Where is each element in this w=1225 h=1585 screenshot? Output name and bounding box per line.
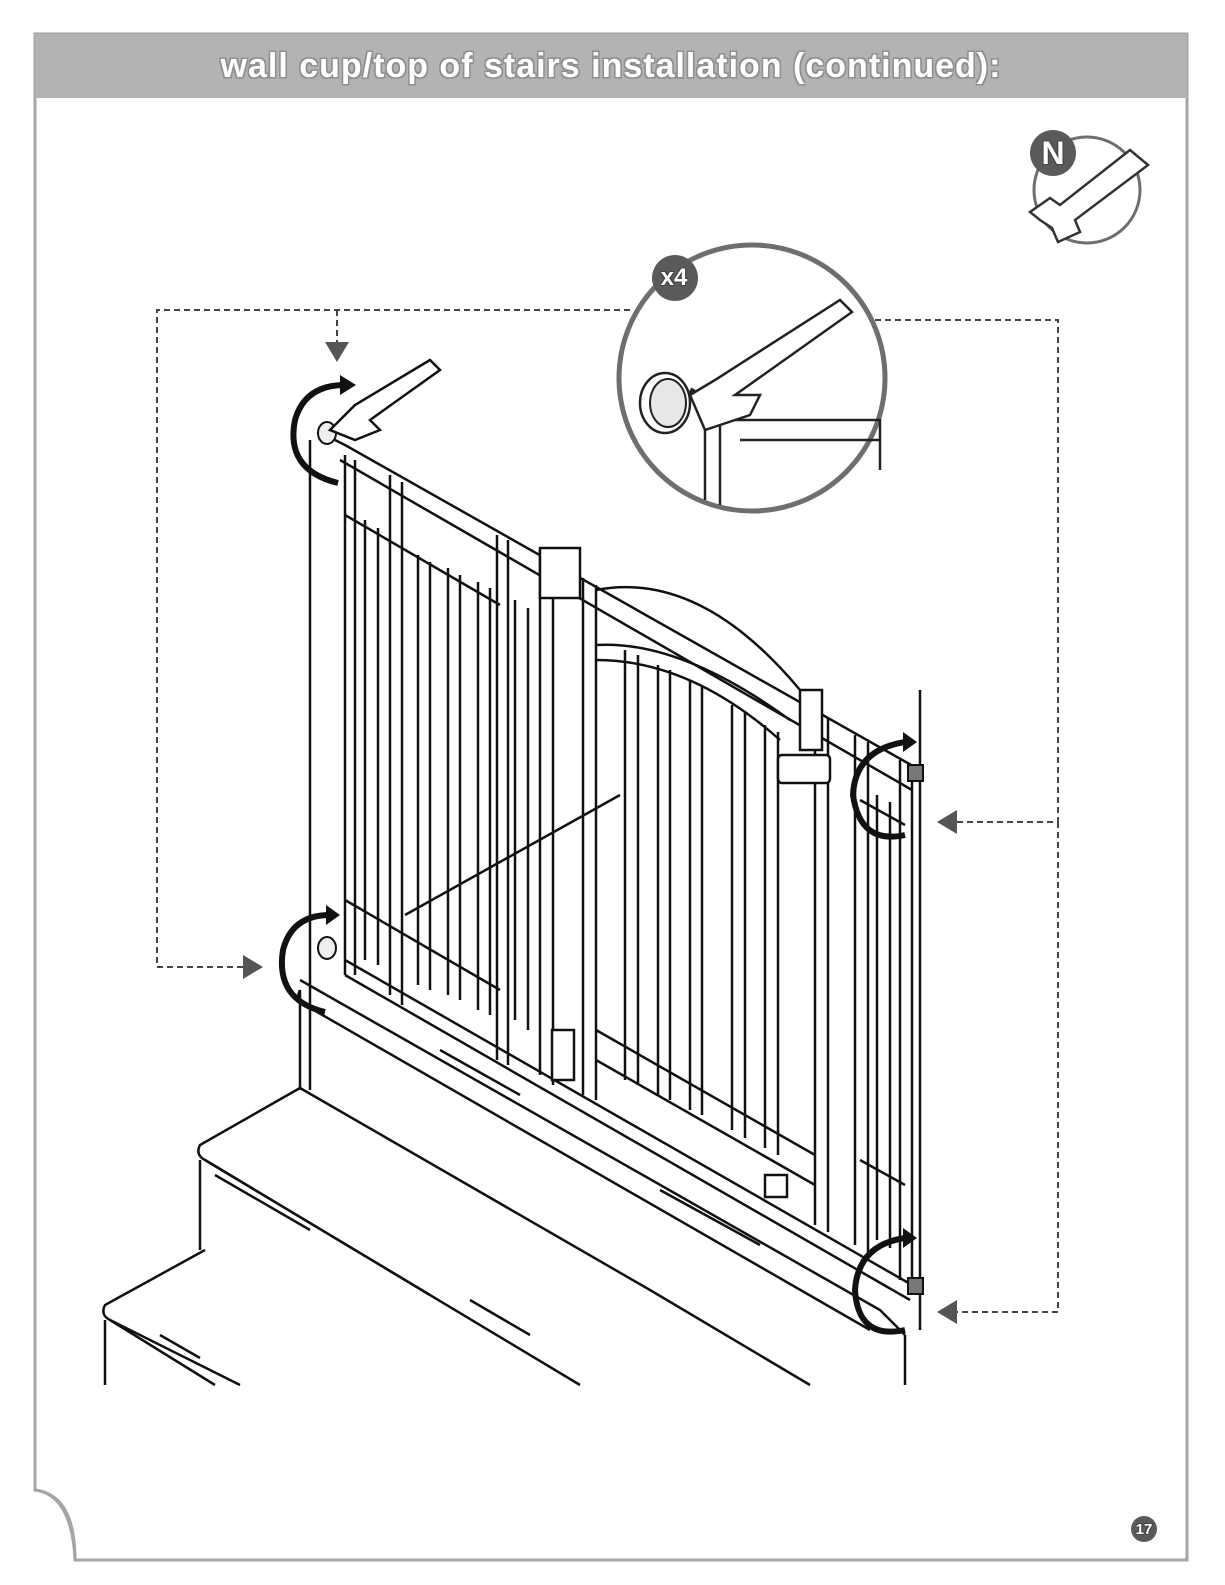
rotation-arrows (282, 385, 905, 1332)
page-title: wall cup/top of stairs installation (con… (35, 34, 1187, 98)
page-corner-curve (35, 1490, 75, 1560)
page-number: 17 (1131, 1516, 1157, 1542)
tool-letter-label: N (1030, 130, 1076, 176)
quantity-label: x4 (651, 256, 697, 300)
dashed-leaders (157, 310, 1058, 1312)
gate (335, 440, 920, 1300)
page-border (35, 34, 1187, 1560)
arrowheads (243, 342, 957, 1324)
wrench-on-gate (330, 360, 440, 440)
